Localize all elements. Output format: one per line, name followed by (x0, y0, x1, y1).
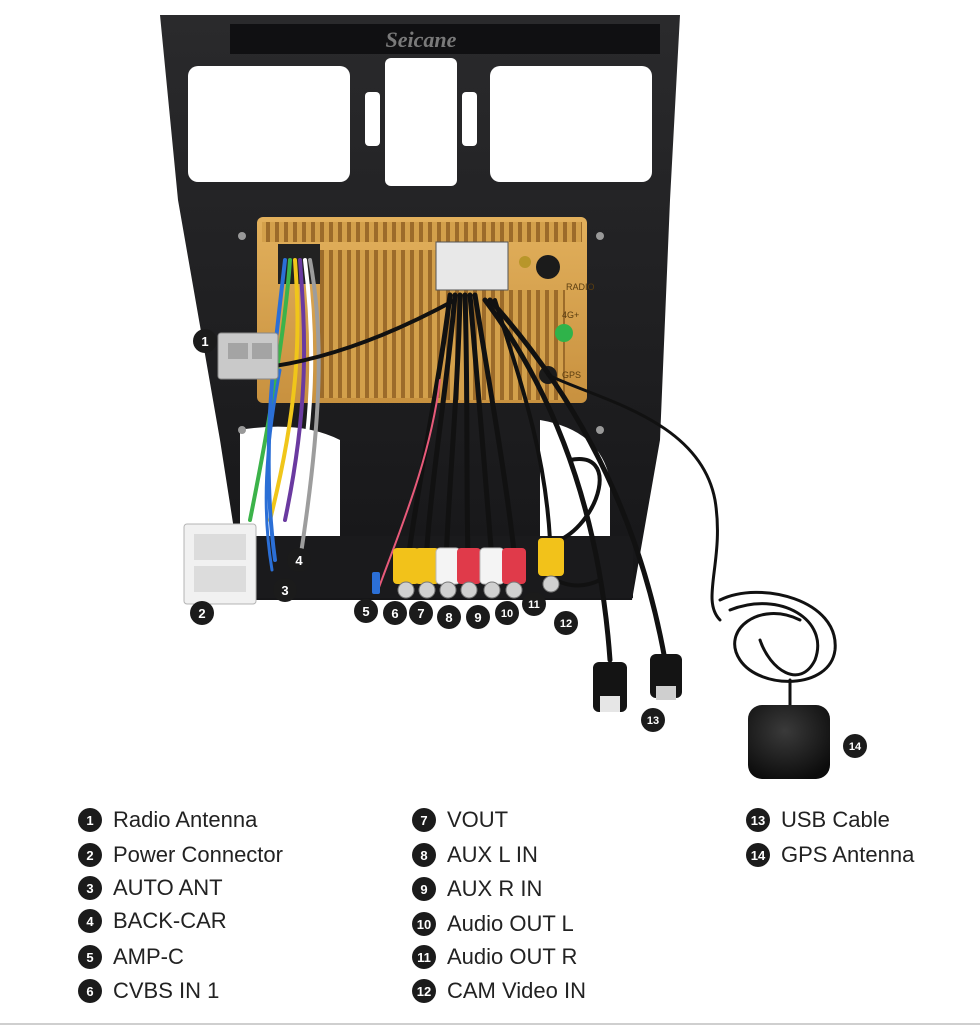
callout-7: 7 (409, 601, 433, 625)
multi-pin-socket (435, 241, 509, 291)
legend-item-1: 1 Radio Antenna (78, 805, 257, 835)
callout-11: 11 (522, 592, 546, 616)
svg-text:11: 11 (528, 599, 540, 611)
cables (248, 258, 837, 707)
legend-label: Audio OUT L (447, 911, 574, 936)
svg-text:8: 8 (445, 610, 452, 625)
vent-opening-left (188, 66, 350, 182)
svg-text:9: 9 (474, 610, 481, 625)
legend-number-badge: 11 (412, 945, 436, 969)
legend: 1 Radio Antenna 2 Power Connector 3 AUTO… (0, 802, 980, 1022)
rca-jack-cvbs-in (393, 548, 419, 599)
legend-label: Radio Antenna (113, 807, 258, 832)
callout-12: 12 (554, 611, 578, 635)
fourg-indicator (555, 324, 573, 342)
legend-number-badge: 9 (412, 877, 436, 901)
legend-item-12: 12 CAM Video IN (412, 976, 586, 1006)
legend-item-7: 7 VOUT (412, 805, 508, 835)
legend-label: AUTO ANT (113, 875, 223, 900)
legend-number-badge: 12 (412, 979, 436, 1003)
brand-logo: Seicane (386, 27, 457, 52)
legend-number-badge: 8 (412, 843, 436, 867)
legend-number-badge: 6 (78, 979, 102, 1003)
callout-8: 8 (437, 605, 461, 629)
callout-10: 10 (495, 601, 519, 625)
wiring-diagram: Seicane RADIO 4G+ GPS (160, 15, 867, 779)
svg-text:5: 5 (362, 604, 369, 619)
svg-text:14: 14 (849, 741, 862, 753)
legend-item-2: 2 Power Connector (78, 840, 283, 870)
callout-13: 13 (641, 708, 665, 732)
legend-number-badge: 2 (78, 843, 102, 867)
callout-2: 2 (190, 601, 214, 625)
legend-item-13: 13 USB Cable (746, 805, 890, 835)
legend-item-9: 9 AUX R IN (412, 874, 542, 904)
legend-number-badge: 10 (412, 912, 436, 936)
rca-jack-audio-out-r (502, 548, 526, 599)
radio-port-label: RADIO (566, 282, 595, 292)
legend-item-6: 6 CVBS IN 1 (78, 976, 219, 1006)
svg-text:1: 1 (201, 334, 208, 349)
legend-item-3: 3 AUTO ANT (78, 873, 223, 903)
legend-item-10: 10 Audio OUT L (412, 909, 574, 939)
legend-number-badge: 4 (78, 909, 102, 933)
vent-opening-right (490, 66, 652, 182)
legend-label: CVBS IN 1 (113, 978, 220, 1003)
svg-text:2: 2 (198, 606, 205, 621)
legend-label: USB Cable (781, 807, 890, 832)
bottom-divider (0, 1023, 980, 1025)
amp-c-wire-tip (372, 572, 380, 594)
legend-item-11: 11 Audio OUT R (412, 942, 577, 972)
legend-number-badge: 7 (412, 808, 436, 832)
rca-jack-aux-r (457, 548, 481, 599)
legend-label: AUX L IN (447, 842, 538, 867)
legend-label: Audio OUT R (447, 944, 578, 969)
legend-number-badge: 13 (746, 808, 770, 832)
svg-text:12: 12 (560, 618, 572, 630)
legend-item-8: 8 AUX L IN (412, 840, 538, 870)
fourg-port-label: 4G+ (562, 310, 579, 320)
legend-number-badge: 14 (746, 843, 770, 867)
legend-label: GPS Antenna (781, 842, 915, 867)
rca-jack-vout (415, 548, 439, 599)
legend-label: AMP-C (113, 944, 184, 969)
callout-5: 5 (354, 599, 378, 623)
legend-item-14: 14 GPS Antenna (746, 840, 914, 870)
legend-number-badge: 5 (78, 945, 102, 969)
legend-label: BACK-CAR (113, 908, 227, 933)
callout-badges: 1 2 3 4 5 6 7 8 9 10 11 12 13 14 (190, 329, 867, 758)
callout-3: 3 (273, 578, 297, 602)
rca-connectors (372, 538, 564, 599)
radio-antenna-plug (217, 332, 279, 380)
callout-1: 1 (193, 329, 217, 353)
svg-text:3: 3 (281, 583, 288, 598)
legend-label: AUX R IN (447, 876, 543, 901)
svg-text:10: 10 (501, 608, 513, 620)
gps-antenna-puck (748, 705, 830, 779)
svg-text:13: 13 (647, 715, 659, 727)
rca-jack-cam-video-in (538, 538, 564, 593)
svg-text:6: 6 (391, 606, 398, 621)
usb-cable-ends (593, 654, 682, 712)
legend-number-badge: 1 (78, 808, 102, 832)
callout-4: 4 (287, 548, 311, 572)
callout-6: 6 (383, 601, 407, 625)
legend-item-5: 5 AMP-C (78, 942, 184, 972)
gps-port-label: GPS (562, 370, 581, 380)
legend-label: Power Connector (113, 842, 283, 867)
legend-label: CAM Video IN (447, 978, 586, 1003)
svg-text:4: 4 (295, 553, 303, 568)
legend-number-badge: 3 (78, 876, 102, 900)
legend-label: VOUT (447, 807, 509, 832)
callout-9: 9 (466, 605, 490, 629)
rca-jack-audio-out-l (479, 547, 505, 599)
callout-14: 14 (843, 734, 867, 758)
vent-opening-center (385, 58, 457, 186)
power-connector-plug (183, 523, 257, 605)
radio-antenna-jack (536, 255, 560, 279)
rca-jack-aux-l (435, 547, 461, 599)
svg-text:7: 7 (417, 606, 424, 621)
legend-item-4: 4 BACK-CAR (78, 906, 227, 936)
